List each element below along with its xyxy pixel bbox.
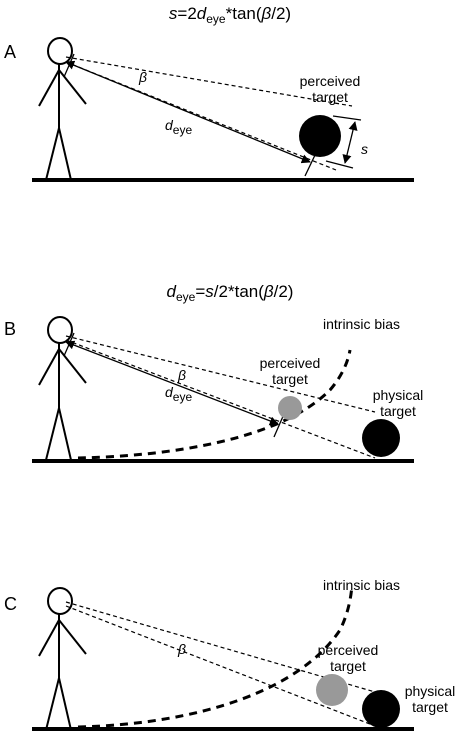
intrinsic-bias-curve-c xyxy=(77,584,354,729)
size-tick-bottom-a xyxy=(325,160,354,169)
target-a xyxy=(299,115,341,157)
physical-target-b xyxy=(362,419,400,457)
deye-label-b: deye xyxy=(165,384,192,404)
size-tick-top-a xyxy=(332,115,362,121)
panel-b: B β deye intrinsic bias perceived target… xyxy=(4,316,424,463)
distance-tick-eye-b xyxy=(63,332,75,357)
intrinsic-bias-label-c: intrinsic bias xyxy=(323,577,400,593)
panel-c-letter: C xyxy=(4,594,17,614)
stick-figure-b xyxy=(38,316,87,461)
sight-line-top-b xyxy=(65,335,376,413)
perceived-label-a-line1: perceived xyxy=(300,73,361,89)
beta-label-a: β xyxy=(138,69,147,85)
beta-label-b: β xyxy=(177,367,186,383)
deye-label-a: deye xyxy=(165,117,192,137)
physical-target-c xyxy=(362,690,400,728)
perceived-label-b-line2: target xyxy=(272,371,308,387)
stick-figure-c xyxy=(38,587,87,731)
distance-tick-eye-a xyxy=(63,53,75,78)
distance-arrow-b xyxy=(65,340,279,426)
perceived-label-c-line1: perceived xyxy=(318,642,379,658)
distance-tick-target-b xyxy=(273,413,285,438)
physical-label-b-line1: physical xyxy=(373,387,424,403)
panel-a-letter: A xyxy=(4,42,16,62)
intrinsic-bias-label-b: intrinsic bias xyxy=(323,316,400,332)
physical-label-b-line2: target xyxy=(380,403,416,419)
distance-arrow-a xyxy=(65,60,311,164)
perceived-label-c-line2: target xyxy=(330,658,366,674)
perceived-label-a-line2: target xyxy=(312,89,348,105)
distance-tick-target-a xyxy=(304,152,317,177)
physical-label-c-line1: physical xyxy=(405,683,456,699)
panel-c: C β intrinsic bias perceived target phys… xyxy=(4,577,456,731)
size-arrow-a xyxy=(342,121,358,164)
perceived-target-b xyxy=(278,396,302,420)
physical-label-c-line2: target xyxy=(412,699,448,715)
panel-b-letter: B xyxy=(4,319,16,339)
equation-b: deye=s/2*tan(β/2) xyxy=(167,282,294,304)
size-label-a: s xyxy=(361,141,368,157)
panel-a: A β deye s perceived target xyxy=(4,37,414,182)
beta-label-c: β xyxy=(177,641,186,657)
stick-figure-a xyxy=(38,37,87,181)
sight-line-bottom-c xyxy=(65,605,376,727)
perceived-target-c xyxy=(316,674,348,706)
perceived-label-b-line1: perceived xyxy=(260,355,321,371)
sight-line-bottom-b xyxy=(65,339,376,459)
equation-a: s=2deye*tan(β/2) xyxy=(169,4,291,26)
